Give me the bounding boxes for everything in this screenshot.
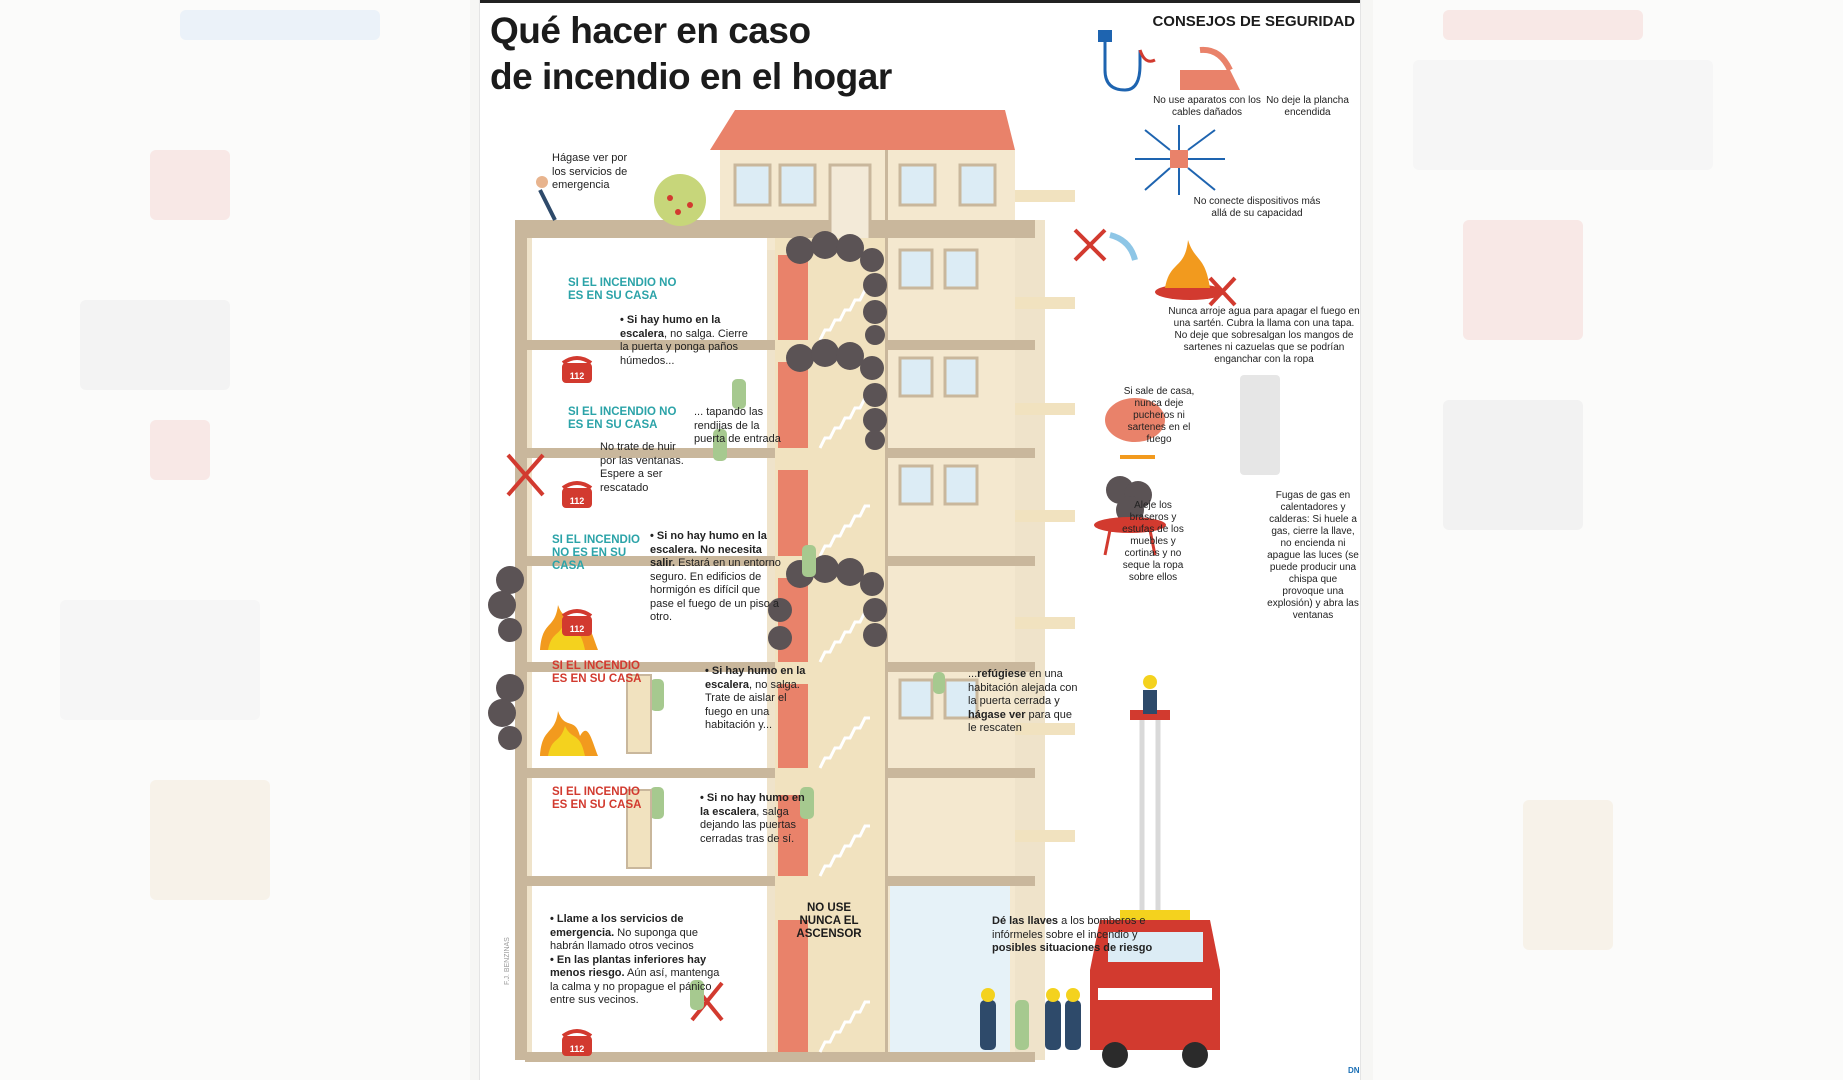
- floor4-seal-note: ... tapando las rendijas de la puerta de…: [694, 406, 781, 445]
- phone-112-icon: 112: [561, 609, 593, 636]
- floor2-refuge-note: ...refúgiese en una habitación alejada c…: [968, 668, 1080, 736]
- brazier-illustration: [1094, 476, 1166, 556]
- floor2-text: , no salga. Trate de aislar el fuego en …: [705, 678, 800, 732]
- tip-pot: Si sale de casa, nunca deje pucheros ni …: [1123, 386, 1195, 445]
- phone-112-icon: 112: [561, 481, 593, 508]
- title-line-1: Qué hacer en caso: [490, 10, 811, 51]
- ground-note: • Llame a los servicios de emergencia. N…: [550, 913, 720, 1008]
- tip-iron: No deje la plancha encendida: [1266, 95, 1349, 118]
- refuge-bold-2: hágase ver: [968, 708, 1026, 721]
- floor1-bold: • Si no hay humo en la escalera: [700, 792, 805, 818]
- refuge-bold: refúgiese: [977, 668, 1027, 680]
- top-rule: [480, 0, 1360, 3]
- roof-note: Hágase ver por los servicios de emergenc…: [552, 152, 628, 191]
- keys-bold: Dé las llaves: [992, 915, 1059, 927]
- credit-label: F.J. BENZINAS: [504, 937, 511, 985]
- floor5-text: , no salga. Cierre la puerta y ponga pañ…: [620, 327, 748, 367]
- tip-gas: Fugas de gas en calentadores y calderas:…: [1267, 490, 1359, 621]
- tip-plugs: No conecte dispositivos más allá de su c…: [1193, 196, 1321, 219]
- floor1-text: , salga dejando las puertas cerradas tra…: [700, 805, 797, 845]
- phone-number-label: 112: [570, 496, 585, 506]
- fire-truck-illustration: [1090, 675, 1220, 1068]
- floor3-text: Estará en un entorno seguro. En edificio…: [650, 557, 781, 623]
- safety-tips-illustrations: [1073, 30, 1280, 475]
- floor5-note: • Si hay humo en la escalera, no salga. …: [620, 314, 750, 368]
- floor1-heading: SI EL INCENDIO ES EN SU CASA: [552, 786, 642, 811]
- ground-bold-2: • En las plantas inferiores hay menos ri…: [550, 953, 707, 980]
- floor5-bold: • Si hay humo en la escalera: [620, 314, 721, 340]
- floor4-heading: SI EL INCENDIO NO ES EN SU CASA: [568, 406, 677, 431]
- roof-shape: [710, 110, 1015, 150]
- blurred-background-left: [0, 0, 470, 1080]
- floor3-heading: SI EL INCENDIO NO ES EN SU CASA: [552, 534, 640, 572]
- ground-text-1: No suponga que habrán llamado otros veci…: [550, 926, 698, 953]
- ground-bold-1: • Llame a los servicios de emergencia.: [550, 913, 684, 939]
- floor3-note: • Si no hay humo en la escalera. No nece…: [650, 530, 785, 625]
- floor2-bold: • Si hay humo en la escalera: [705, 665, 806, 691]
- floor1-note: • Si no hay humo en la escalera, salga d…: [700, 792, 810, 846]
- refuge-text: en una habitación alejada con la puerta …: [968, 668, 1078, 707]
- floor5-heading: SI EL INCENDIO NO ES EN SU CASA: [568, 277, 677, 302]
- title-line-2: de incendio en el hogar: [490, 56, 892, 97]
- phone-number-label: 112: [570, 624, 585, 634]
- phone-112-icon: 112: [561, 1029, 593, 1056]
- phone-112-icon: 112: [561, 356, 593, 383]
- floor3-bold: • Si no hay humo en la escalera. No nece…: [650, 530, 767, 569]
- tip-brazier: Aleje los braseros y estufas de los mueb…: [1122, 500, 1184, 583]
- blurred-background-right: [1373, 0, 1843, 1080]
- floor4-window-note: No trate de huir por las ventanas. Esper…: [600, 441, 684, 494]
- page-title: Qué hacer en caso de incendio en el hoga…: [490, 8, 910, 100]
- infographic-sheet: Qué hacer en caso de incendio en el hoga…: [480, 0, 1360, 1080]
- keys-text: a los bomberos e infórmeles sobre el inc…: [992, 915, 1146, 941]
- ground-text-2: Aún así, mantenga la calma y no propague…: [550, 967, 720, 1006]
- refuge-ellipsis: ...: [968, 668, 978, 680]
- firefighters-illustration: [980, 988, 1081, 1050]
- phone-number-label: 112: [570, 371, 585, 381]
- floor2-note: • Si hay humo en la escalera, no salga. …: [705, 665, 815, 733]
- keys-note: Dé las llaves a los bomberos e infórmele…: [992, 915, 1162, 956]
- elevator-warning: NO USE NUNCA EL ASCENSOR: [796, 902, 862, 940]
- tips-heading: CONSEJOS DE SEGURIDAD: [1152, 13, 1355, 30]
- publisher-logo: DN: [1348, 1066, 1360, 1075]
- tip-cables: No use aparatos con los cables dañados: [1153, 95, 1261, 118]
- building-illustration: [488, 110, 1075, 1062]
- phone-number-label: 112: [570, 1044, 585, 1054]
- keys-bold-2: posibles situaciones de riesgo: [992, 942, 1153, 954]
- refuge-text-2: para que le rescaten: [968, 708, 1072, 735]
- floor2-heading: SI EL INCENDIO ES EN SU CASA: [552, 660, 642, 685]
- tip-pan: Nunca arroje agua para apagar el fuego e…: [1168, 306, 1360, 365]
